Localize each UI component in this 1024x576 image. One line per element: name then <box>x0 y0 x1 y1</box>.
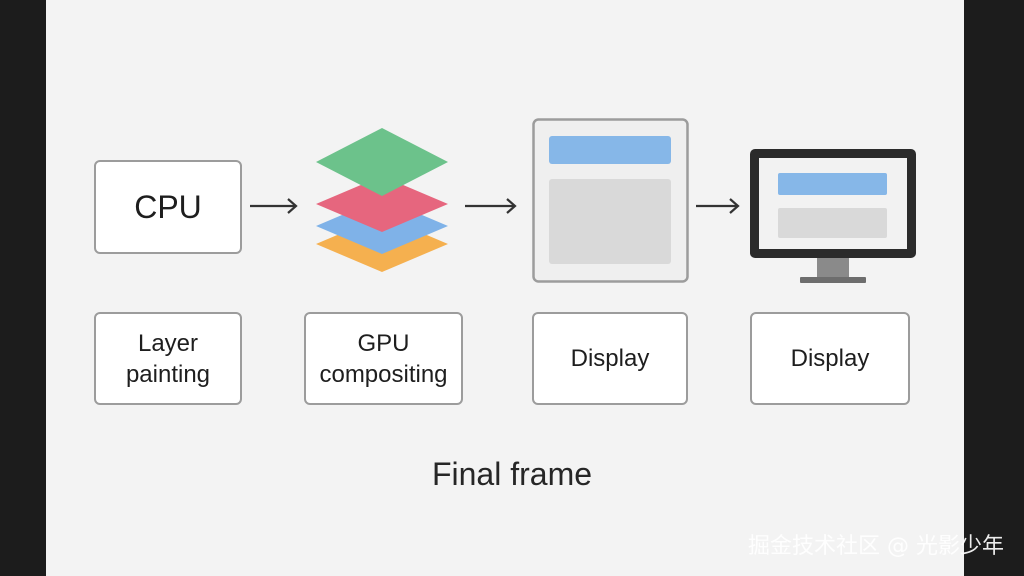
arrow-right-icon <box>250 198 298 214</box>
arrow-right-icon <box>696 198 740 214</box>
diagram-canvas <box>46 0 964 576</box>
cpu-box: CPU <box>94 160 242 254</box>
page-frame-icon <box>532 118 689 283</box>
gpu-compositing-box: GPU compositing <box>304 312 463 405</box>
display-label: Display <box>570 345 650 372</box>
monitor-icon <box>750 149 916 283</box>
display-label-2: Display <box>790 345 870 372</box>
arrow-right-icon <box>465 198 517 214</box>
cpu-label: CPU <box>134 188 202 225</box>
display-box: Display <box>532 312 688 405</box>
display-box-2: Display <box>750 312 910 405</box>
layer-painting-label: Layer painting <box>125 329 211 388</box>
layer-painting-box: Layer painting <box>94 312 242 405</box>
layer-stack-icon <box>316 128 448 272</box>
final-frame-caption: Final frame <box>431 456 593 492</box>
layer-red <box>316 176 448 232</box>
gpu-compositing-label: GPU compositing <box>319 329 448 388</box>
watermark: 掘金技术社区 @ 光影少年 <box>748 534 1004 559</box>
layer-green <box>316 128 448 196</box>
